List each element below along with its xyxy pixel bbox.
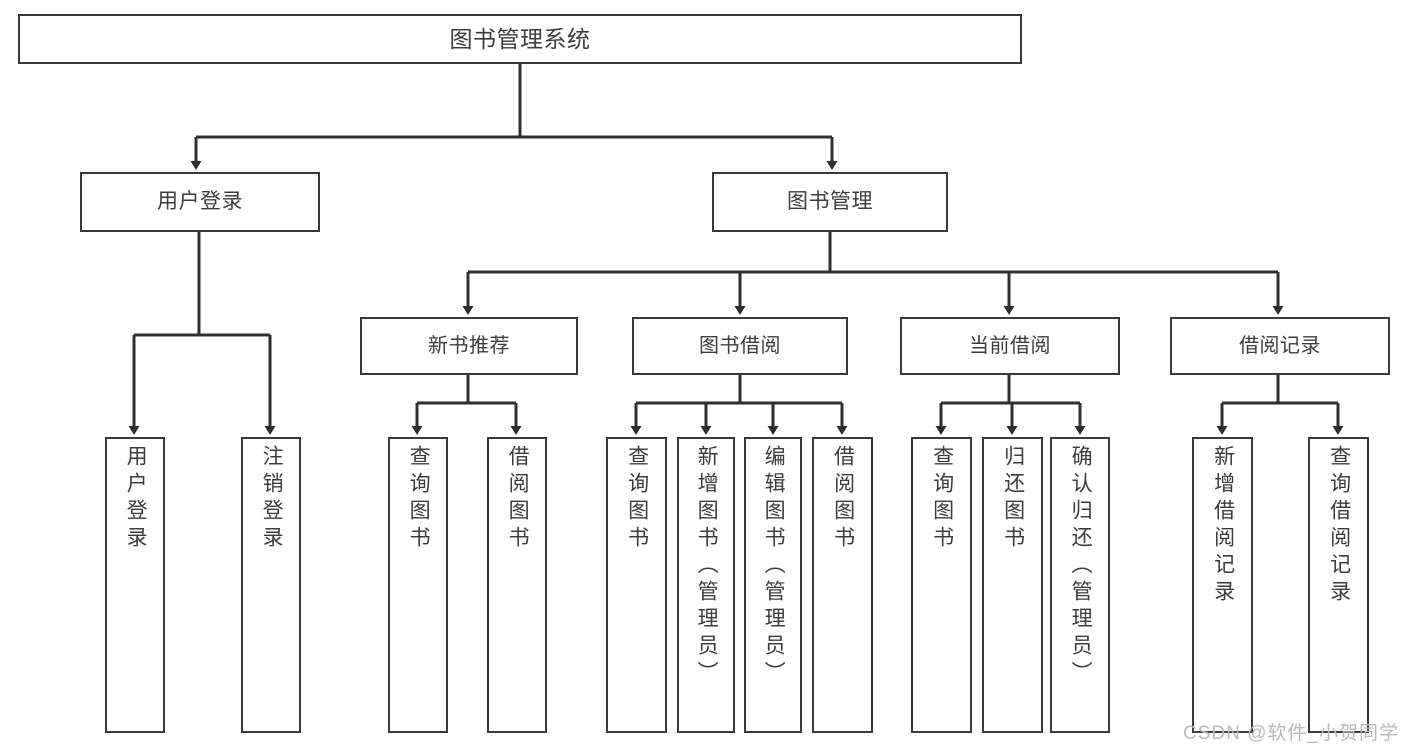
node-label: 借阅图书 [831,445,855,553]
node-label: 借阅图书 [506,445,530,553]
leaf-borrow-record-query[interactable]: 查询借阅记录 [1308,437,1369,733]
node-current-borrow[interactable]: 当前借阅 [900,317,1120,375]
node-label: 确认归还（管理员） [1069,445,1093,688]
leaf-book-borrow-query[interactable]: 查询图书 [606,437,667,733]
leaf-current-borrow-return[interactable]: 归还图书 [982,437,1043,733]
leaf-current-borrow-confirm-return[interactable]: 确认归还（管理员） [1050,437,1110,733]
node-label: 新书推荐 [428,334,510,357]
node-label: 图书管理系统 [449,25,591,52]
node-label: 查询图书 [625,445,649,553]
node-label: 归还图书 [1001,445,1025,553]
leaf-user-login-login[interactable]: 用户登录 [105,437,165,733]
node-label: 新增图书（管理员） [695,445,719,688]
leaf-user-login-logout[interactable]: 注销登录 [241,437,301,733]
node-label: 当前借阅 [969,334,1051,357]
leaf-book-borrow-edit[interactable]: 编辑图书（管理员） [744,437,802,733]
node-root-system[interactable]: 图书管理系统 [18,14,1022,64]
node-label: 编辑图书（管理员） [762,445,786,688]
leaf-new-book-query[interactable]: 查询图书 [388,437,448,733]
watermark-text: CSDN @软件_小贺同学 [1183,723,1399,744]
node-book-borrow[interactable]: 图书借阅 [632,317,848,375]
node-new-book-recommend[interactable]: 新书推荐 [360,317,578,375]
node-label: 用户登录 [157,189,243,213]
node-label: 图书借阅 [699,334,781,357]
node-label: 新增借阅记录 [1211,445,1235,607]
node-borrow-record[interactable]: 借阅记录 [1170,317,1390,375]
node-label: 查询借阅记录 [1327,445,1351,607]
node-label: 注销登录 [260,445,284,553]
node-label: 借阅记录 [1239,334,1321,357]
leaf-current-borrow-query[interactable]: 查询图书 [911,437,972,733]
leaf-borrow-record-add[interactable]: 新增借阅记录 [1192,437,1253,733]
node-label: 查询图书 [930,445,954,553]
node-label: 图书管理 [787,189,873,213]
leaf-book-borrow-lend[interactable]: 借阅图书 [812,437,873,733]
node-label: 用户登录 [124,445,148,553]
node-book-management[interactable]: 图书管理 [712,172,948,232]
leaf-book-borrow-add[interactable]: 新增图书（管理员） [677,437,735,733]
node-user-login[interactable]: 用户登录 [80,172,320,232]
leaf-new-book-borrow[interactable]: 借阅图书 [487,437,547,733]
node-label: 查询图书 [407,445,431,553]
